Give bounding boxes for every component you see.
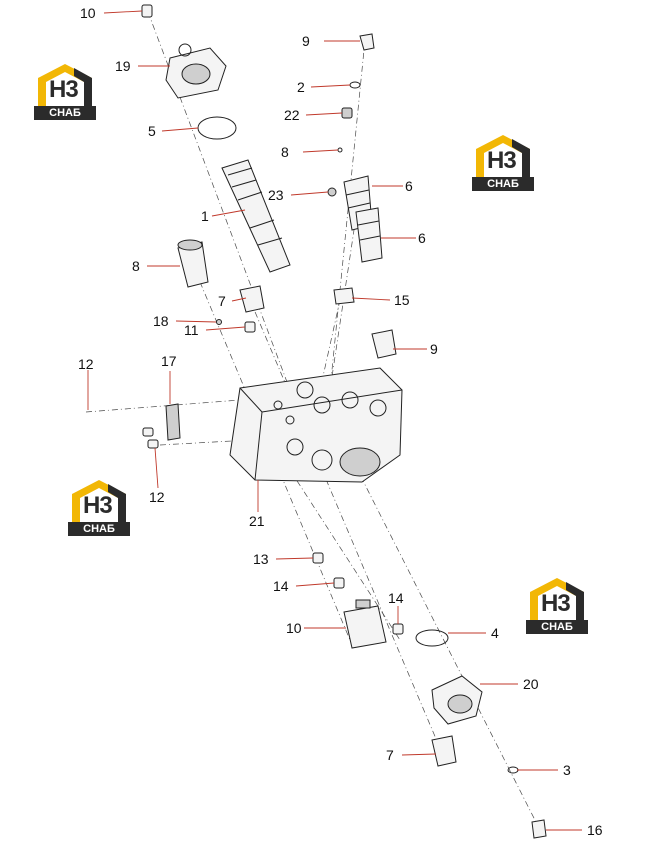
part-14-top-bolt <box>141 4 153 18</box>
part-5-o-ring <box>197 116 237 140</box>
callout-16: 16 <box>587 822 603 838</box>
callout-17: 17 <box>161 353 177 369</box>
callout-23: 23 <box>268 187 284 203</box>
part-4-o-ring <box>415 629 449 647</box>
part-14-screw-pair <box>142 427 159 449</box>
logo-caption: СНАБ <box>68 522 130 536</box>
callout-1: 1 <box>201 208 209 224</box>
leader-lines <box>87 10 582 831</box>
callout-13: 9 <box>302 33 310 49</box>
part-14-lower-screws <box>312 552 404 635</box>
callout-4: 4 <box>491 625 499 641</box>
house-logo-icon <box>38 64 92 106</box>
logo-mark: H3 <box>83 492 113 519</box>
part-15-sleeve <box>333 287 355 305</box>
callout-3: 3 <box>563 762 571 778</box>
callout-22: 22 <box>284 107 300 123</box>
part-7-plug-lower <box>431 735 457 767</box>
part-2-washer <box>349 81 361 89</box>
part-21-valve-block <box>229 367 403 483</box>
logo-h3-snab-3: H3 СНАБ <box>68 478 130 536</box>
logo-h3-snab-2: H3 СНАБ <box>472 133 534 191</box>
part-17-plate <box>165 403 181 441</box>
callout-labels: 10 19 5 1 9 2 22 8 23 6 6 8 7 15 18 11 1… <box>80 5 603 838</box>
part-14-screw-a <box>244 321 256 333</box>
house-logo-icon <box>72 480 126 522</box>
logo-mark: H3 <box>49 76 79 103</box>
callout-15: 15 <box>394 292 410 308</box>
callout-5: 5 <box>148 123 156 139</box>
part-19-flange <box>165 43 227 99</box>
logo-mark: H3 <box>487 147 517 174</box>
part-16-bolt <box>531 819 547 839</box>
callout-7-upper: 7 <box>218 293 226 309</box>
callout-6-lower: 6 <box>418 230 426 246</box>
part-18-pin <box>216 319 222 325</box>
callout-14-top: 10 <box>80 5 96 21</box>
part-11-pin <box>337 147 343 153</box>
callout-8-label-final: 8 <box>132 258 140 274</box>
callout-20: 20 <box>523 676 539 692</box>
callout-14-a: 11 <box>184 322 199 338</box>
part-10-solenoid <box>343 599 387 649</box>
callout-12-label-final: 12 <box>78 356 94 372</box>
callout-14-e: 14 <box>388 590 404 606</box>
part-22-nut <box>341 107 353 119</box>
callout-7-lower: 7 <box>386 747 394 763</box>
part-1-spool <box>221 159 291 273</box>
part-23-ball <box>327 187 337 197</box>
logo-caption: СНАБ <box>34 106 96 120</box>
callout-9-label-final: 9 <box>430 341 438 357</box>
callout-14-d: 14 <box>273 578 289 594</box>
part-6-cartridge-lower <box>355 207 383 263</box>
callout-14-b: 12 <box>149 489 165 505</box>
logo-caption: СНАБ <box>472 177 534 191</box>
callout-11: 8 <box>281 144 289 160</box>
callout-21: 21 <box>249 513 265 529</box>
logo-h3-snab-1: H3 СНАБ <box>34 62 96 120</box>
part-7-plug-upper <box>239 285 265 313</box>
logo-mark: H3 <box>541 590 571 617</box>
callout-14-c: 13 <box>253 551 269 567</box>
part-8-plug <box>177 239 209 288</box>
part-9-plug <box>371 329 397 359</box>
callout-6-upper: 6 <box>405 178 413 194</box>
callout-19: 19 <box>115 58 131 74</box>
part-20-flange <box>431 675 483 725</box>
logo-caption: СНАБ <box>526 620 588 634</box>
callout-10-label-final: 10 <box>286 620 302 636</box>
logo-h3-snab-4: H3 СНАБ <box>526 576 588 634</box>
house-logo-icon <box>530 578 584 620</box>
part-13-cap <box>359 33 375 51</box>
house-logo-icon <box>476 135 530 177</box>
callout-2: 2 <box>297 79 305 95</box>
callout-18: 18 <box>153 313 169 329</box>
